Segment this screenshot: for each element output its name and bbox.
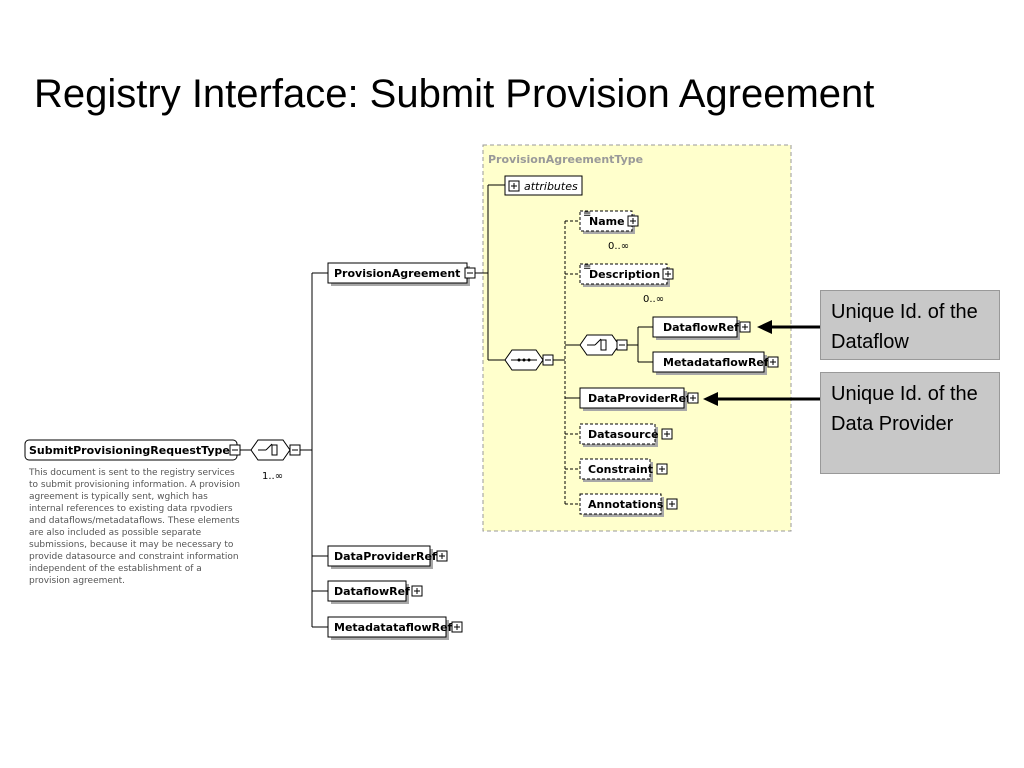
data-provider-callout: Unique Id. of the Data Provider (820, 372, 1000, 474)
description-label: Description (589, 268, 660, 281)
annotations-label: Annotations (588, 498, 664, 511)
attributes-node[interactable]: attributes (504, 175, 583, 196)
doc-line: submissions, because it may be necessary… (29, 540, 234, 550)
root-label: SubmitProvisioningRequestType (29, 444, 230, 457)
dataflow-arrow (757, 320, 820, 334)
name-cardinality: 0..∞ (608, 241, 629, 252)
root-cardinality: 1..∞ (262, 471, 283, 482)
provision-agreement-label: ProvisionAgreement (334, 267, 460, 280)
doc-line: This document is sent to the registry se… (28, 468, 235, 478)
annotations-node[interactable]: Annotations (579, 493, 678, 517)
dataflow-ref-node[interactable]: DataflowRef (327, 580, 423, 604)
svg-text:≡: ≡ (583, 209, 591, 220)
root-node[interactable]: SubmitProvisioningRequestType (24, 439, 241, 461)
constraint-node[interactable]: Constraint (579, 458, 668, 482)
choice-compositor-root[interactable] (250, 439, 301, 461)
group-label: ProvisionAgreementType (488, 153, 643, 166)
doc-line: and dataflows/metadataflows. These eleme… (29, 516, 240, 526)
doc-line: internal references to existing data rpv… (29, 504, 233, 514)
metadataflow-ref-label: MetadatataflowRef (334, 621, 453, 634)
description-node[interactable]: ≡ Description (579, 262, 674, 287)
sequence-compositor[interactable] (504, 349, 554, 371)
doc-line: are also included as possible separate (29, 528, 202, 538)
slide-title: Registry Interface: Submit Provision Agr… (34, 72, 875, 116)
name-label: Name (589, 215, 625, 228)
doc-line: provide datasource and constraint inform… (29, 552, 239, 562)
datasource-node[interactable]: Datasource (579, 423, 673, 447)
data-provider-ref-node[interactable]: DataProviderRef (327, 545, 448, 569)
doc-line: independent of the establishment of a (29, 564, 202, 574)
doc-line: to submit provisioning information. A pr… (29, 480, 240, 490)
svg-text:≡: ≡ (583, 262, 591, 273)
metadataflow-ref-node[interactable]: MetadatataflowRef (327, 616, 463, 640)
dataflow-ref-inner-node[interactable]: DataflowRef (652, 316, 751, 340)
attributes-label: attributes (524, 180, 578, 193)
doc-line: agreement is typically sent, wghich has (29, 492, 208, 502)
data-provider-ref-inner-node[interactable]: DataProviderRef (579, 387, 699, 411)
choice-compositor-inner[interactable] (579, 334, 628, 356)
datasource-label: Datasource (588, 428, 659, 441)
doc-line: provision agreement. (29, 576, 125, 586)
dataflow-callout: Unique Id. of the Dataflow (820, 290, 1000, 360)
metadataflow-ref-inner-label: MetadataflowRef (663, 356, 769, 369)
provision-agreement-node[interactable]: ProvisionAgreement (327, 262, 476, 286)
description-cardinality: 0..∞ (643, 294, 664, 305)
dataflow-ref-inner-label: DataflowRef (663, 321, 739, 334)
dataflow-ref-label: DataflowRef (334, 585, 410, 598)
data-provider-ref-label: DataProviderRef (334, 550, 437, 563)
data-provider-ref-inner-label: DataProviderRef (588, 392, 691, 405)
constraint-label: Constraint (588, 463, 653, 476)
name-node[interactable]: ≡ Name (579, 209, 639, 234)
metadataflow-ref-inner-node[interactable]: MetadataflowRef (652, 351, 779, 375)
data-provider-arrow (703, 392, 820, 406)
